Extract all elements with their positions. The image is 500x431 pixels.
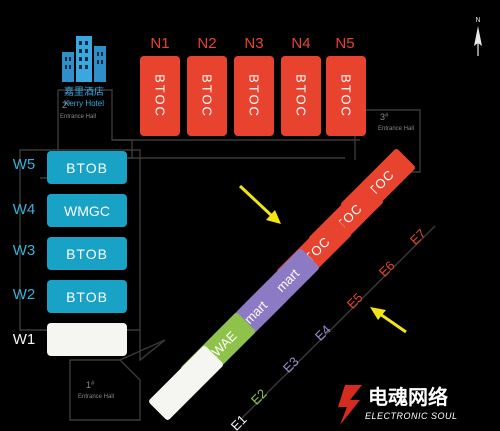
entrance-1-sup: # [91,381,95,387]
hall-n4[interactable] [281,56,321,136]
hotel-name-en: Kerry Hotel [64,99,104,108]
entrance-1: 1# Entrance Hall [78,380,114,400]
svg-text:1#: 1# [86,380,95,390]
hall-n3[interactable] [234,56,274,136]
hall-w2-label: BTOB [66,289,108,305]
hall-id-n1: N1 [150,35,169,52]
hall-w5-label: BTOB [66,160,108,176]
entrance-1-num: 1 [86,380,91,390]
compass: N [474,16,482,56]
arrow-upper-icon [238,184,281,224]
entrance-2: 2# Entrance Hall [60,100,96,120]
hall-n5-label: BTOC [339,74,354,118]
hall-w4[interactable] [47,194,127,227]
hall-id-n4: N4 [291,35,310,52]
hall-w1[interactable] [47,323,127,356]
hall-n4-label: BTOC [294,74,309,118]
hall-id-w3: W3 [13,242,36,259]
svg-text:3#: 3# [380,112,389,122]
hall-e1[interactable] [148,345,224,421]
north-arrow-icon [474,26,482,46]
hall-w3[interactable] [47,237,127,270]
hall-id-w5: W5 [13,156,36,173]
hall-n2[interactable] [187,56,227,136]
logo-text-en: ELECTRONIC SOUL [365,411,458,421]
lightning-logo-icon [338,385,362,425]
hall-id-w1: W1 [13,331,36,348]
hall-w3-label: BTOB [66,246,108,262]
hall-id-n3: N3 [244,35,263,52]
hall-n5[interactable] [326,56,366,136]
entrance-3-text: Entrance Hall [378,126,414,132]
entrance-3-sup: # [385,113,389,119]
hall-id-n2: N2 [197,35,216,52]
hall-id-w2: W2 [13,286,36,303]
north-halls: N1 N2 N3 N4 N5 BTOC BTOC BTOC BTOC BTOC [140,35,366,136]
hall-w5[interactable] [47,151,127,184]
brand-logo: 电魂网络 ELECTRONIC SOUL [338,385,458,425]
building-icon [62,36,106,82]
hall-e1-group [148,345,224,421]
hotel-name-cn: 嘉里酒店 [64,85,104,98]
west-halls: W5 W4 W3 W2 W1 BTOB WMGC BTOB BTOB [13,151,127,356]
hall-n2-label: BTOC [200,74,215,118]
svg-text:2#: 2# [62,100,71,110]
entrance-2-num: 2 [62,100,67,110]
highlight-arrows [238,184,407,334]
hall-id-n5: N5 [335,35,354,52]
entrance-3: 3# Entrance Hall [378,112,414,132]
logo-text-cn: 电魂网络 [368,385,448,409]
hall-n1-label: BTOC [153,74,168,118]
hall-w4-label: WMGC [64,203,110,219]
entrance-2-text: Entrance Hall [60,114,96,120]
hall-n3-label: BTOC [247,74,262,118]
hall-w2[interactable] [47,280,127,313]
entrance-3-num: 3 [380,112,385,122]
arrow-lower-icon [370,307,407,334]
hall-id-w4: W4 [13,201,36,218]
entrance-2-sup: # [67,101,71,107]
compass-label: N [475,16,480,24]
entrance-1-text: Entrance Hall [78,394,114,400]
hall-n1[interactable] [140,56,180,136]
